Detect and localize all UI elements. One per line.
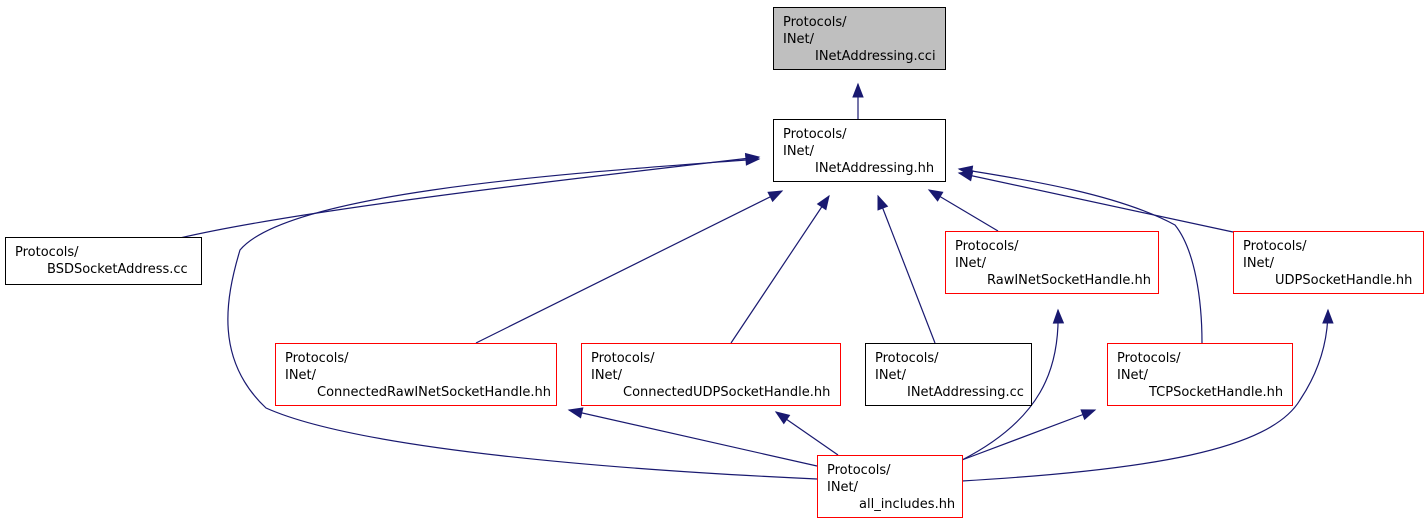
edge-line [961,309,1059,461]
node-all-includes-hh[interactable]: Protocols/INet/all_includes.hh [817,455,963,518]
node-label-line: INet/ [875,368,907,383]
arrowhead [877,194,889,211]
node-label-line: Protocols/ [875,351,939,366]
node-label-line: Protocols/ [285,351,349,366]
edge-line [958,168,1203,344]
edge-line [958,172,1234,233]
node-label-line: ConnectedRawINetSocketHandle.hh [317,385,551,400]
node-label-line: Protocols/ [15,245,79,260]
arrowhead [745,154,761,166]
edge-line [179,156,760,239]
node-label-line: RawINetSocketHandle.hh [987,273,1151,288]
node-connectedudpsockethandle-hh[interactable]: Protocols/INet/ConnectedUDPSocketHandle.… [581,343,841,406]
arrowhead [774,411,791,425]
edge-line [475,190,783,344]
edge-rawinetsockethandle_hh-to-inetaddressing_hh [927,189,999,232]
edge-line [961,409,1096,461]
nodes-layer: Protocols/INet/INetAddressing.cciProtoco… [5,7,1424,518]
node-label-line: INet/ [827,480,859,495]
node-label-line: ConnectedUDPSocketHandle.hh [623,385,830,400]
arrowhead [852,82,864,98]
arrowhead [816,194,830,211]
edge-line [961,309,1329,482]
node-udpsockethandle-hh[interactable]: Protocols/INet/UDPSocketHandle.hh [1233,231,1424,294]
node-box [773,7,946,70]
node-label-line: Protocols/ [591,351,655,366]
node-inetaddressing-cci[interactable]: Protocols/INet/INetAddressing.cci [773,7,946,70]
edge-all_includes_hh-to-connectedrawinetsockethandle_hh [567,407,818,467]
node-label-line: TCPSocketHandle.hh [1148,385,1283,400]
node-box [817,455,963,518]
arrowhead [1322,308,1334,324]
node-label-line: all_includes.hh [859,497,955,512]
node-label-line: Protocols/ [955,239,1019,254]
node-box [773,119,946,182]
node-label-line: INetAddressing.cc [907,385,1024,400]
node-box [581,343,841,406]
node-label-line: INet/ [591,368,623,383]
node-label-line: INetAddressing.cci [815,49,936,64]
edge-line [227,158,818,480]
arrowhead [1080,409,1097,421]
node-label-line: Protocols/ [1117,351,1181,366]
node-inetaddressing-hh[interactable]: Protocols/INet/INetAddressing.hh [773,119,946,182]
edge-udpsockethandle_hh-to-inetaddressing_hh [957,170,1234,233]
node-label-line: Protocols/ [783,15,847,30]
node-label-line: INet/ [1243,256,1275,271]
edges-layer [179,82,1334,482]
edge-all_includes_hh-to-udpsockethandle_hh [961,308,1334,482]
node-box [5,237,202,285]
edge-line [730,195,830,344]
edge-all_includes_hh-to-connectedudpsockethandle_hh [774,411,839,456]
node-connectedrawinetsockethandle-hh[interactable]: Protocols/INet/ConnectedRawINetSocketHan… [275,343,557,406]
arrowhead [767,190,784,203]
arrowhead [957,170,974,182]
edge-inetaddressing_hh-to-inetaddressing_cci [852,82,864,119]
node-label-line: UDPSocketHandle.hh [1275,273,1412,288]
node-label-line: Protocols/ [783,127,847,142]
node-label-line: BSDSocketAddress.cc [47,262,188,277]
node-tcpsockethandle-hh[interactable]: Protocols/INet/TCPSocketHandle.hh [1107,343,1293,406]
edge-connectedudpsockethandle_hh-to-inetaddressing_hh [730,194,830,344]
node-box [945,231,1159,294]
node-label-line: Protocols/ [827,463,891,478]
edge-line [877,195,936,344]
node-label-line: INet/ [285,368,317,383]
arrowhead [567,407,584,419]
arrowhead [927,189,944,202]
node-label-line: INet/ [955,256,987,271]
node-bsdsocketaddress-cc[interactable]: Protocols/BSDSocketAddress.cc [5,237,202,285]
edge-inetaddressing_cc-to-inetaddressing_hh [877,194,936,344]
arrowhead [1052,308,1065,324]
edge-line [568,409,818,467]
node-inetaddressing-cc[interactable]: Protocols/INet/INetAddressing.cc [865,343,1032,406]
node-label-line: INet/ [783,32,815,47]
node-box [865,343,1032,406]
node-label-line: INetAddressing.hh [815,161,934,176]
node-label-line: Protocols/ [1243,239,1307,254]
node-label-line: INet/ [1117,368,1149,383]
node-box [275,343,557,406]
edge-connectedrawinetsockethandle_hh-to-inetaddressing_hh [475,190,784,344]
node-box [1233,231,1424,294]
node-box [1107,343,1293,406]
edge-all_includes_hh-to-inetaddressing_hh [227,154,818,480]
edge-all_includes_hh-to-rawinetsockethandle_hh [961,308,1065,461]
node-rawinetsockethandle-hh[interactable]: Protocols/INet/RawINetSocketHandle.hh [945,231,1159,294]
edge-all_includes_hh-to-tcpsockethandle_hh [961,409,1097,461]
node-label-line: INet/ [783,144,815,159]
